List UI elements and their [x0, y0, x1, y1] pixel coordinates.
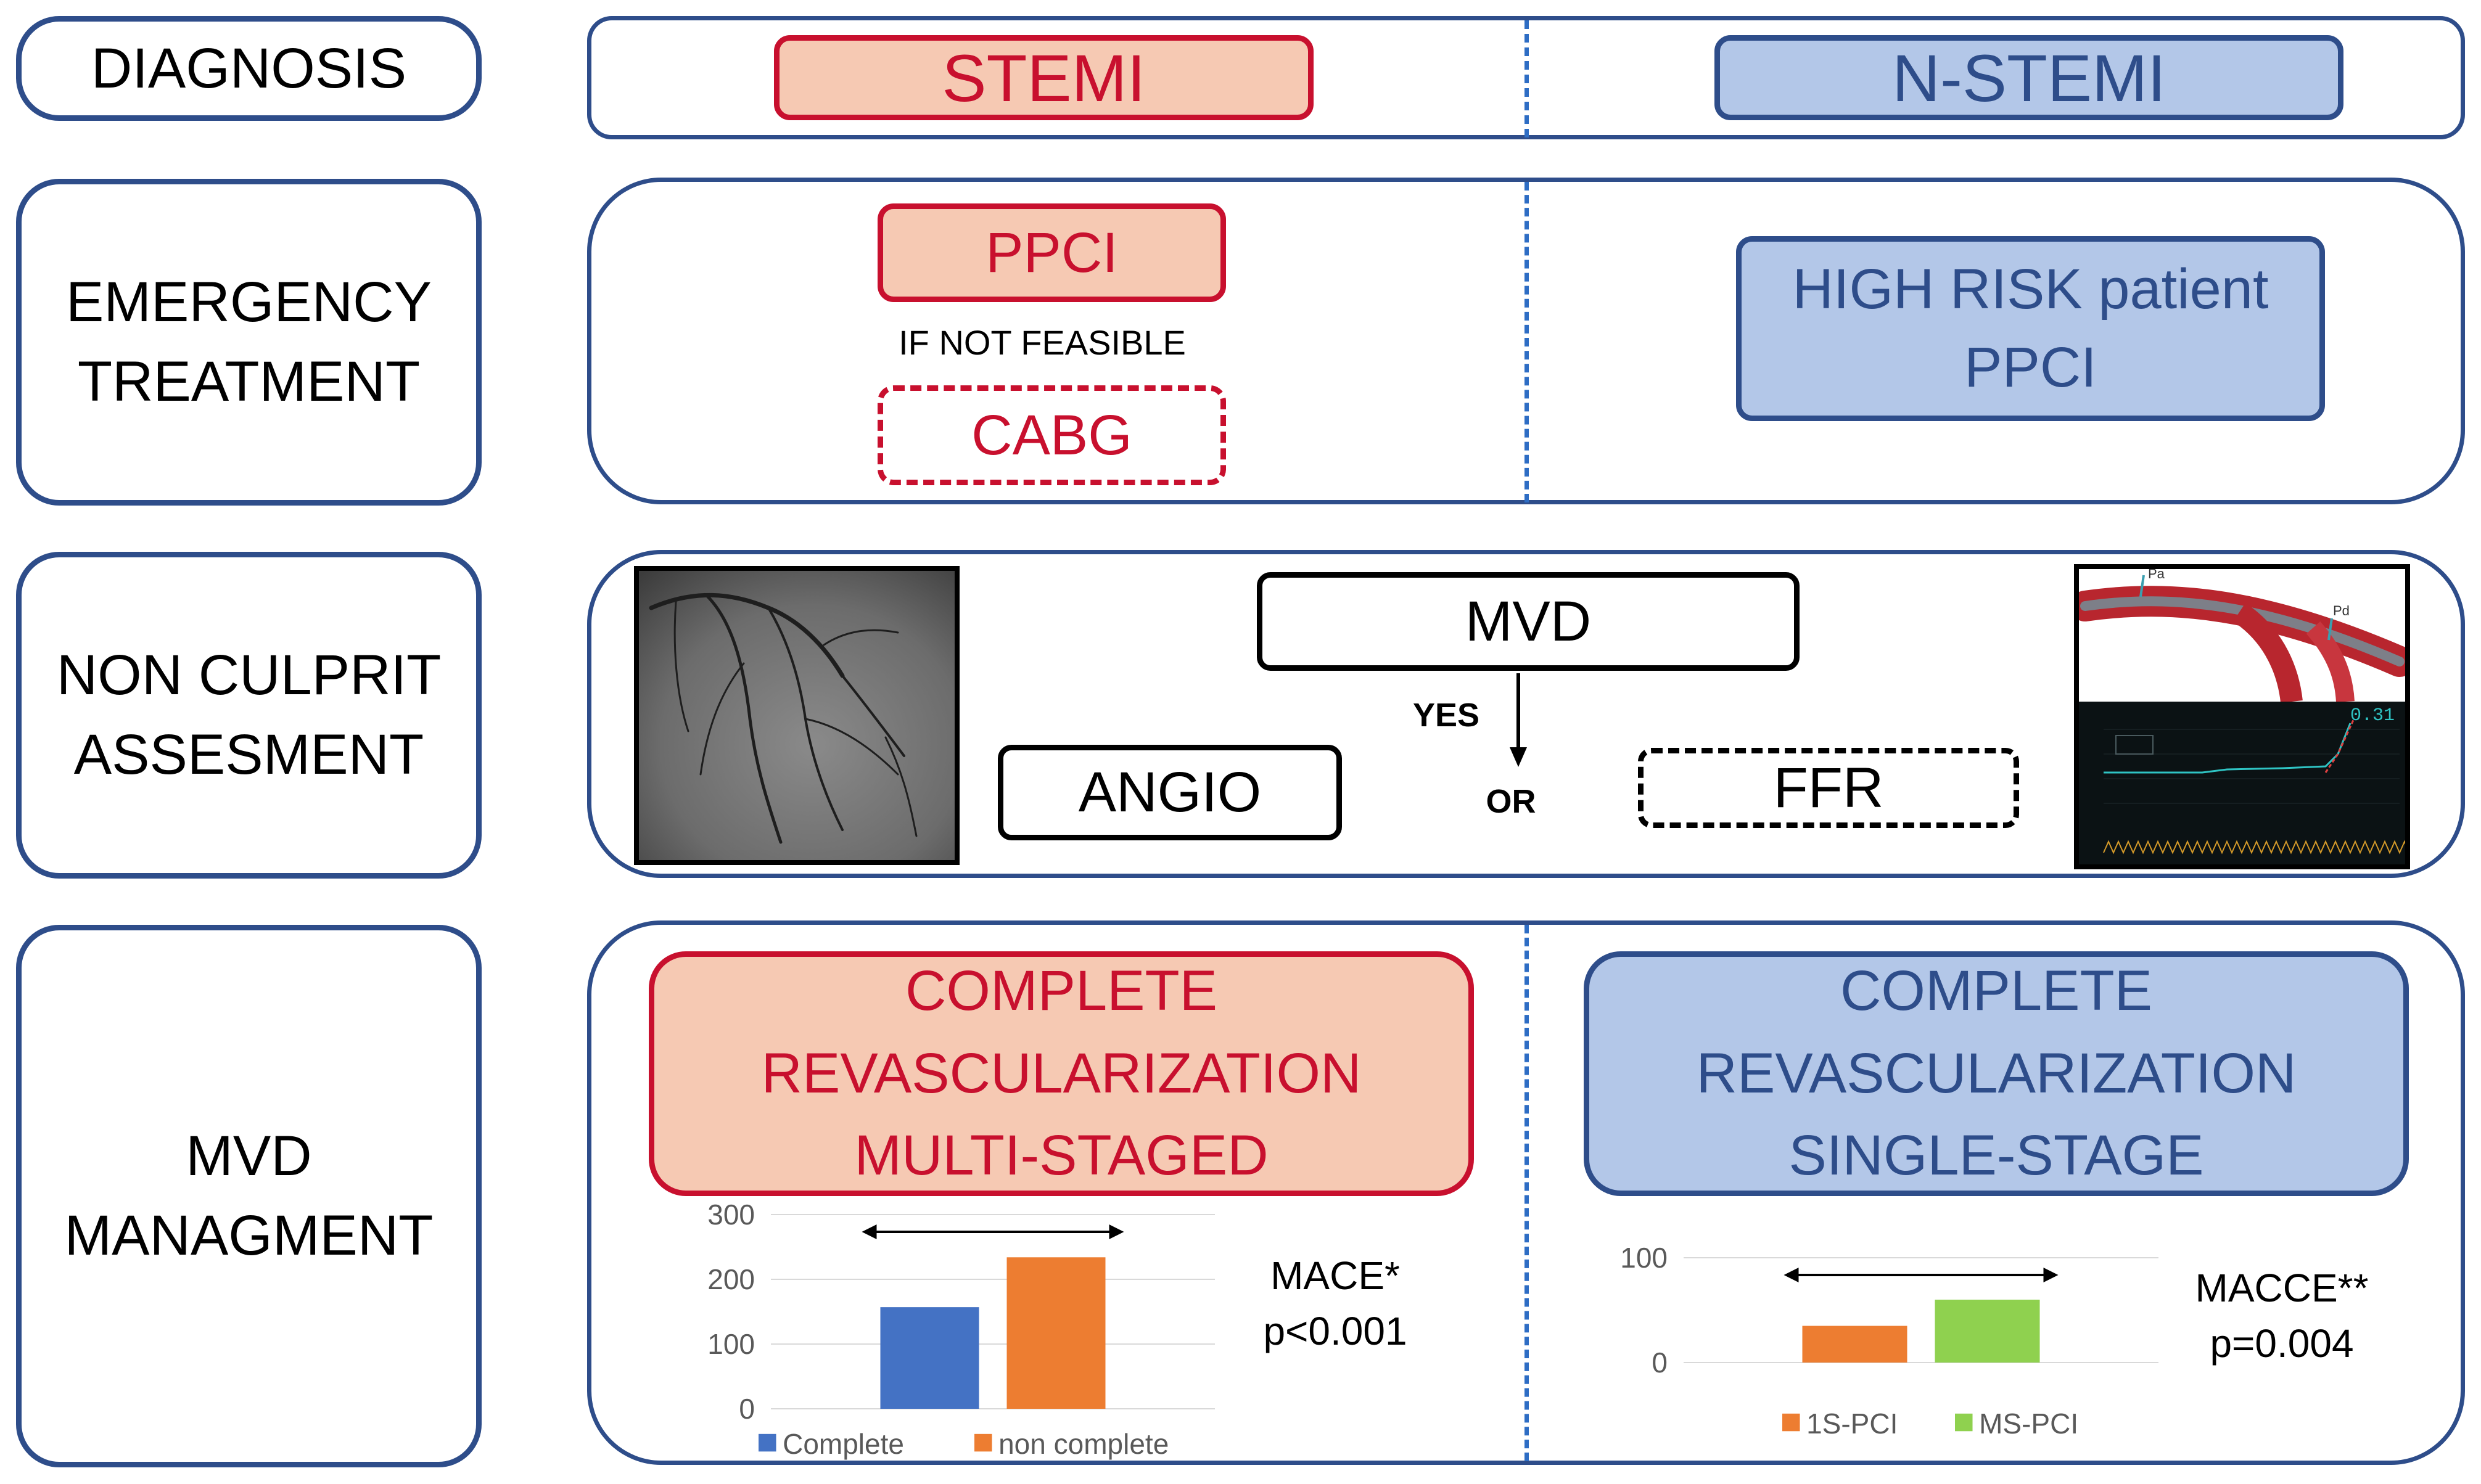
row-label-mvd-management: MVD MANAGMENT	[16, 925, 482, 1467]
high-risk-line2: PPCI	[1964, 336, 2097, 399]
cabg-label: CABG	[971, 403, 1132, 467]
y-tick-label: 0	[1652, 1347, 1668, 1379]
bar-non-complete	[1006, 1257, 1106, 1409]
management-divider	[1524, 925, 1529, 1461]
bar-1s-pci	[1802, 1326, 1907, 1363]
nstemi-stat: MACCE** p=0.004	[2171, 1258, 2393, 1375]
stemi-revasc-line2: REVASCULARIZATION	[761, 1041, 1362, 1105]
legend-swatch	[1955, 1413, 1973, 1432]
row-label-diagnosis: DIAGNOSIS	[16, 16, 482, 121]
diagnosis-divider	[1524, 20, 1529, 137]
stemi-revasc-box: COMPLETE REVASCULARIZATION MULTI-STAGED	[649, 951, 1474, 1196]
row-label-non-culprit: NON CULPRIT ASSESMENT	[16, 552, 482, 879]
ppci-box: PPCI	[878, 203, 1226, 302]
y-tick-label: 0	[739, 1393, 755, 1425]
mvd-box: MVD	[1257, 572, 1800, 671]
row-label-diagnosis-text: DIAGNOSIS	[91, 36, 407, 100]
nstemi-label: N-STEMI	[1892, 40, 2166, 115]
nstemi-box: N-STEMI	[1714, 35, 2343, 120]
bar-ms-pci	[1935, 1300, 2040, 1363]
high-risk-line1: HIGH RISK patient	[1792, 258, 2269, 321]
y-tick-label: 100	[707, 1328, 755, 1360]
stemi-stat: MACE* p<0.001	[1233, 1245, 1437, 1363]
legend-swatch	[974, 1433, 992, 1452]
stemi-stat-pvalue: p<0.001	[1263, 1309, 1407, 1353]
yes-label: YES	[1406, 694, 1486, 737]
angio-label: ANGIO	[1078, 761, 1262, 824]
stemi-stat-label: MACE*	[1270, 1253, 1400, 1298]
legend-swatch	[1782, 1413, 1800, 1432]
pd-marker-label: Pd	[2333, 603, 2350, 618]
down-arrow	[1510, 673, 1527, 767]
nstemi-revasc-line3: SINGLE-STAGE	[1788, 1124, 2204, 1187]
y-tick-label: 200	[707, 1263, 755, 1295]
high-risk-box: HIGH RISK patient PPCI	[1736, 236, 2325, 421]
stemi-label: STEMI	[942, 40, 1146, 115]
nstemi-stat-pvalue: p=0.004	[2210, 1321, 2354, 1366]
angiography-image	[634, 566, 960, 865]
row-label-emergency: EMERGENCY TREATMENT	[16, 179, 482, 506]
stemi-revasc-line3: MULTI-STAGED	[854, 1124, 1269, 1187]
nstemi-stat-label: MACCE**	[2195, 1266, 2369, 1311]
row-label-emergency-line2: TREATMENT	[77, 350, 421, 413]
angio-box: ANGIO	[998, 745, 1342, 840]
row-label-non-culprit-line1: NON CULPRIT	[56, 644, 442, 707]
stemi-revasc-line1: COMPLETE	[905, 959, 1218, 1023]
ffr-image: Pa Pd 0.31	[2074, 564, 2410, 869]
ffr-box: FFR	[1638, 748, 2019, 828]
bar-complete	[880, 1307, 979, 1409]
nstemi-revasc-line1: COMPLETE	[1840, 959, 2153, 1023]
nstemi-revasc-box: COMPLETE REVASCULARIZATION SINGLE-STAGE	[1584, 951, 2409, 1196]
pa-marker-label: Pa	[2148, 569, 2165, 581]
comparison-arrow-head-right	[1109, 1224, 1124, 1239]
nstemi-macce-chart: 0 100 1S-PCI MS-PCI	[1620, 1242, 2158, 1440]
nstemi-revasc-line2: REVASCULARIZATION	[1696, 1041, 2297, 1105]
ffr-readout: 0.31	[2350, 705, 2395, 726]
comparison-arrow-head-left	[862, 1224, 877, 1239]
y-tick-label: 300	[707, 1199, 755, 1231]
row-label-mvd-line2: MANAGMENT	[64, 1204, 434, 1267]
y-tick-label: 100	[1620, 1242, 1668, 1274]
if-not-feasible-note: IF NOT FEASIBLE	[820, 321, 1264, 364]
legend-label: 1S-PCI	[1806, 1408, 1898, 1440]
ffr-label: FFR	[1773, 756, 1884, 819]
yes-text: YES	[1412, 697, 1480, 734]
row-label-mvd-line1: MVD	[186, 1125, 312, 1188]
legend-label: Complete	[783, 1428, 904, 1460]
mvd-label: MVD	[1465, 589, 1592, 653]
row-label-non-culprit-line2: ASSESMENT	[73, 723, 424, 786]
ffr-illustration: Pa Pd 0.31	[2079, 569, 2405, 864]
legend-swatch	[759, 1433, 776, 1452]
legend-label: MS-PCI	[1979, 1408, 2078, 1440]
cabg-box: CABG	[878, 385, 1226, 485]
emergency-divider	[1524, 182, 1529, 502]
row-label-emergency-line1: EMERGENCY	[66, 271, 432, 334]
comparison-arrow-head-right	[2043, 1268, 2059, 1282]
or-label: OR	[1477, 780, 1545, 823]
comparison-arrow-head-left	[1784, 1268, 1799, 1282]
or-text: OR	[1486, 783, 1536, 820]
legend-label: non complete	[998, 1428, 1169, 1460]
stemi-box: STEMI	[774, 35, 1314, 120]
if-not-feasible-text: IF NOT FEASIBLE	[899, 322, 1186, 362]
angiogram-illustration	[639, 571, 955, 860]
ppci-label: PPCI	[985, 221, 1118, 284]
